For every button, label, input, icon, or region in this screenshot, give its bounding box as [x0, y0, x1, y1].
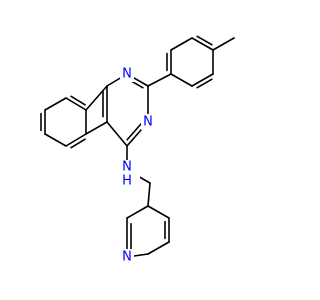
- bond-t4-me: [212, 37, 235, 51]
- bond-b6-c8a: [85, 85, 108, 111]
- bond-b4-b5: [65, 133, 87, 147]
- bond-p3-p4: [147, 241, 170, 255]
- bond-t5-t6: [170, 37, 193, 51]
- bond-b1-b2: [44, 97, 67, 111]
- bond-layer: [40, 35, 235, 258]
- bond-c4a-b5: [85, 121, 108, 135]
- atom-pyridine-n-label: N: [122, 250, 132, 265]
- atom-n3: N: [141, 114, 155, 130]
- bond-t2-t3-inner: [196, 78, 213, 89]
- bond-t2-t3: [191, 73, 214, 87]
- atom-nh-hydrogen-label: H: [122, 174, 132, 189]
- bond-b4-b5-inner: [70, 138, 86, 149]
- molecule-structure-diagram: N N N H N: [40, 35, 235, 265]
- bond-t4-t5: [191, 37, 214, 51]
- bond-c2-t1: [147, 73, 172, 87]
- atom-nh-label: N: [122, 160, 132, 175]
- atom-n3-label: N: [143, 115, 153, 130]
- bond-p6-p1: [126, 205, 149, 219]
- atom-n1: N: [120, 66, 134, 82]
- bond-b3-b4: [44, 133, 67, 147]
- atom-n1-label: N: [122, 67, 132, 82]
- bond-b6-b1-inner: [70, 95, 86, 106]
- bond-t1-t2: [170, 73, 193, 87]
- bond-b6-b1: [65, 97, 87, 111]
- bond-t4-t5-inner: [196, 35, 213, 46]
- bond-ch2-p1: [147, 182, 151, 207]
- bond-c4-c4a: [106, 121, 128, 147]
- bond-n3-c4-inner: [126, 122, 143, 141]
- bond-p1-p2: [147, 205, 170, 219]
- atom-nh: N H: [116, 160, 140, 189]
- atom-label-layer: N N N H N: [116, 66, 155, 265]
- atom-pyridine-n: N: [120, 249, 134, 265]
